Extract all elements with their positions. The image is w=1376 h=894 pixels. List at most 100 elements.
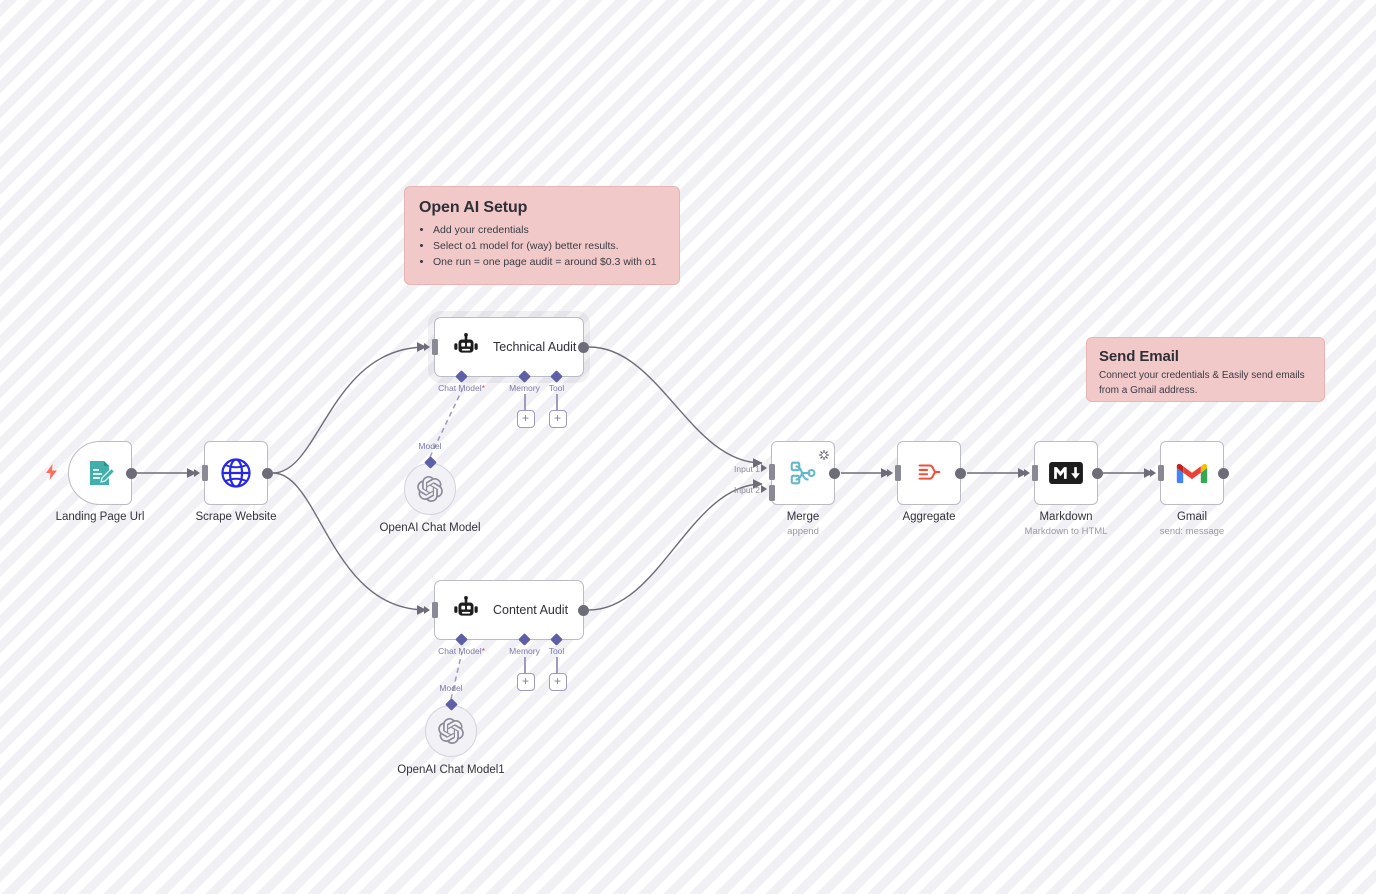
sub-port-diamond-icon	[455, 370, 468, 383]
node-label: Technical Audit	[493, 340, 577, 354]
add-memory-button[interactable]: +	[516, 673, 535, 691]
form-edit-icon	[84, 457, 116, 489]
robot-icon	[451, 595, 481, 625]
sub-port-chat-model[interactable]: Chat Model*	[438, 633, 485, 656]
sub-port-label: Chat Model*	[438, 383, 485, 393]
input-arrow-icon	[1150, 468, 1156, 477]
input-arrow-icon	[194, 468, 200, 477]
node-label: Scrape Website	[195, 511, 277, 523]
input-port-2[interactable]	[769, 485, 775, 501]
node-gmail[interactable]: Gmail send: message	[1150, 441, 1229, 537]
input-port-1[interactable]	[769, 464, 775, 480]
node-markdown[interactable]: Markdown Markdown to HTML	[1024, 441, 1107, 537]
output-port[interactable]	[954, 467, 966, 479]
node-merge[interactable]: Input 1 Input 2 Merge append	[734, 441, 840, 537]
input-arrow-icon	[424, 605, 430, 614]
node-openai-chat-model[interactable]: Model OpenAI Chat Model	[379, 441, 480, 534]
sub-port-label: Memory	[509, 646, 540, 656]
sticky-note-send-email[interactable]: Send Email Connect your credentials & Ea…	[1086, 337, 1325, 402]
node-label: Markdown	[1039, 511, 1093, 523]
sticky-note-list-item: Select o1 model for (way) better results…	[433, 239, 665, 255]
input-arrow-icon	[424, 342, 430, 351]
output-port[interactable]	[828, 467, 840, 479]
sub-port-stem	[556, 394, 558, 410]
output-port[interactable]	[261, 467, 273, 479]
sub-port-stem	[524, 657, 526, 673]
node-body[interactable]: Technical Audit	[424, 317, 589, 377]
openai-icon	[438, 718, 464, 744]
robot-icon	[451, 332, 481, 362]
node-body[interactable]	[68, 441, 137, 505]
sub-port-diamond-icon	[518, 370, 531, 383]
model-port-label: Model	[418, 441, 442, 451]
output-port[interactable]	[1091, 467, 1103, 479]
node-label: Aggregate	[902, 511, 956, 523]
node-aggregate[interactable]: Aggregate	[887, 441, 966, 523]
trigger-lightning-bolt-icon	[45, 464, 58, 485]
sub-port-stem	[556, 657, 558, 673]
output-port[interactable]	[1217, 467, 1229, 479]
node-subtitle: Markdown to HTML	[1024, 526, 1108, 537]
sub-port-tool[interactable]: Tool +	[548, 370, 567, 428]
sub-port-label: Tool	[548, 646, 565, 656]
sub-port-memory[interactable]: Memory +	[509, 633, 540, 691]
sub-port-tool[interactable]: Tool +	[548, 633, 567, 691]
sub-port-memory[interactable]: Memory +	[509, 370, 540, 428]
sticky-note-title: Open AI Setup	[419, 199, 528, 216]
input-port[interactable]	[1032, 465, 1038, 481]
sub-port-stem	[524, 394, 526, 410]
output-port[interactable]	[577, 604, 589, 616]
sub-port-diamond-icon	[455, 633, 468, 646]
openai-icon	[417, 476, 443, 502]
input-arrow-icon	[1024, 468, 1030, 477]
sticky-note-list-item: Add your credentials	[433, 223, 665, 239]
sub-port-diamond-icon	[550, 370, 563, 383]
input-port[interactable]	[432, 339, 438, 355]
node-label: Content Audit	[493, 603, 569, 617]
input-port[interactable]	[432, 602, 438, 618]
sticky-note-body: Connect your credentials & Easily send e…	[1099, 370, 1305, 396]
markdown-icon	[1049, 462, 1083, 484]
input-port[interactable]	[202, 465, 208, 481]
node-subtitle: send: message	[1159, 526, 1225, 537]
node-body[interactable]	[887, 441, 966, 505]
sub-port-diamond-icon	[550, 633, 563, 646]
aggregate-icon	[914, 458, 944, 488]
sticky-note-open-ai-setup[interactable]: Open AI Setup Add your credentials Selec…	[404, 186, 680, 285]
globe-icon	[220, 457, 252, 489]
sub-port-label: Chat Model*	[438, 646, 485, 656]
sub-port-chat-model[interactable]: Chat Model*	[438, 370, 485, 393]
node-content-audit[interactable]: Content Audit Chat Model* Memory + Tool …	[424, 580, 589, 691]
output-port[interactable]	[577, 341, 589, 353]
add-tool-button[interactable]: +	[548, 673, 567, 691]
input-port[interactable]	[895, 465, 901, 481]
node-body[interactable]	[404, 463, 456, 515]
node-body[interactable]: Content Audit	[424, 580, 589, 640]
node-scrape-website[interactable]: Scrape Website	[194, 441, 276, 523]
gmail-icon	[1176, 461, 1208, 486]
node-landing-page-url[interactable]: Landing Page Url	[56, 441, 144, 523]
loading-spinner-icon	[819, 447, 829, 460]
add-tool-button[interactable]: +	[548, 410, 567, 428]
node-body[interactable]	[425, 705, 477, 757]
sub-port-label: Tool	[548, 383, 565, 393]
add-memory-button[interactable]: +	[516, 410, 535, 428]
sticky-note-list-item: One run = one page audit = around $0.3 w…	[433, 255, 665, 271]
sub-port-label: Memory	[509, 383, 540, 393]
node-label: Landing Page Url	[55, 511, 145, 523]
sticky-note-list: Add your credentials Select o1 model for…	[419, 223, 665, 270]
node-body[interactable]	[1150, 441, 1229, 505]
merge-icon	[788, 458, 818, 488]
input-port[interactable]	[1158, 465, 1164, 481]
node-label: OpenAI Chat Model1	[397, 764, 505, 776]
output-port[interactable]	[125, 467, 137, 479]
input-arrow-icon	[887, 468, 893, 477]
input-arrow-1-icon	[761, 464, 767, 472]
node-body[interactable]	[1024, 441, 1103, 505]
node-subtitle: append	[787, 526, 819, 537]
node-body[interactable]	[194, 441, 273, 505]
node-openai-chat-model-1[interactable]: Model OpenAI Chat Model1	[397, 683, 504, 776]
node-technical-audit[interactable]: Technical Audit Chat Model* Memory + Too…	[424, 317, 589, 428]
node-body[interactable]: Input 1 Input 2	[734, 441, 840, 505]
